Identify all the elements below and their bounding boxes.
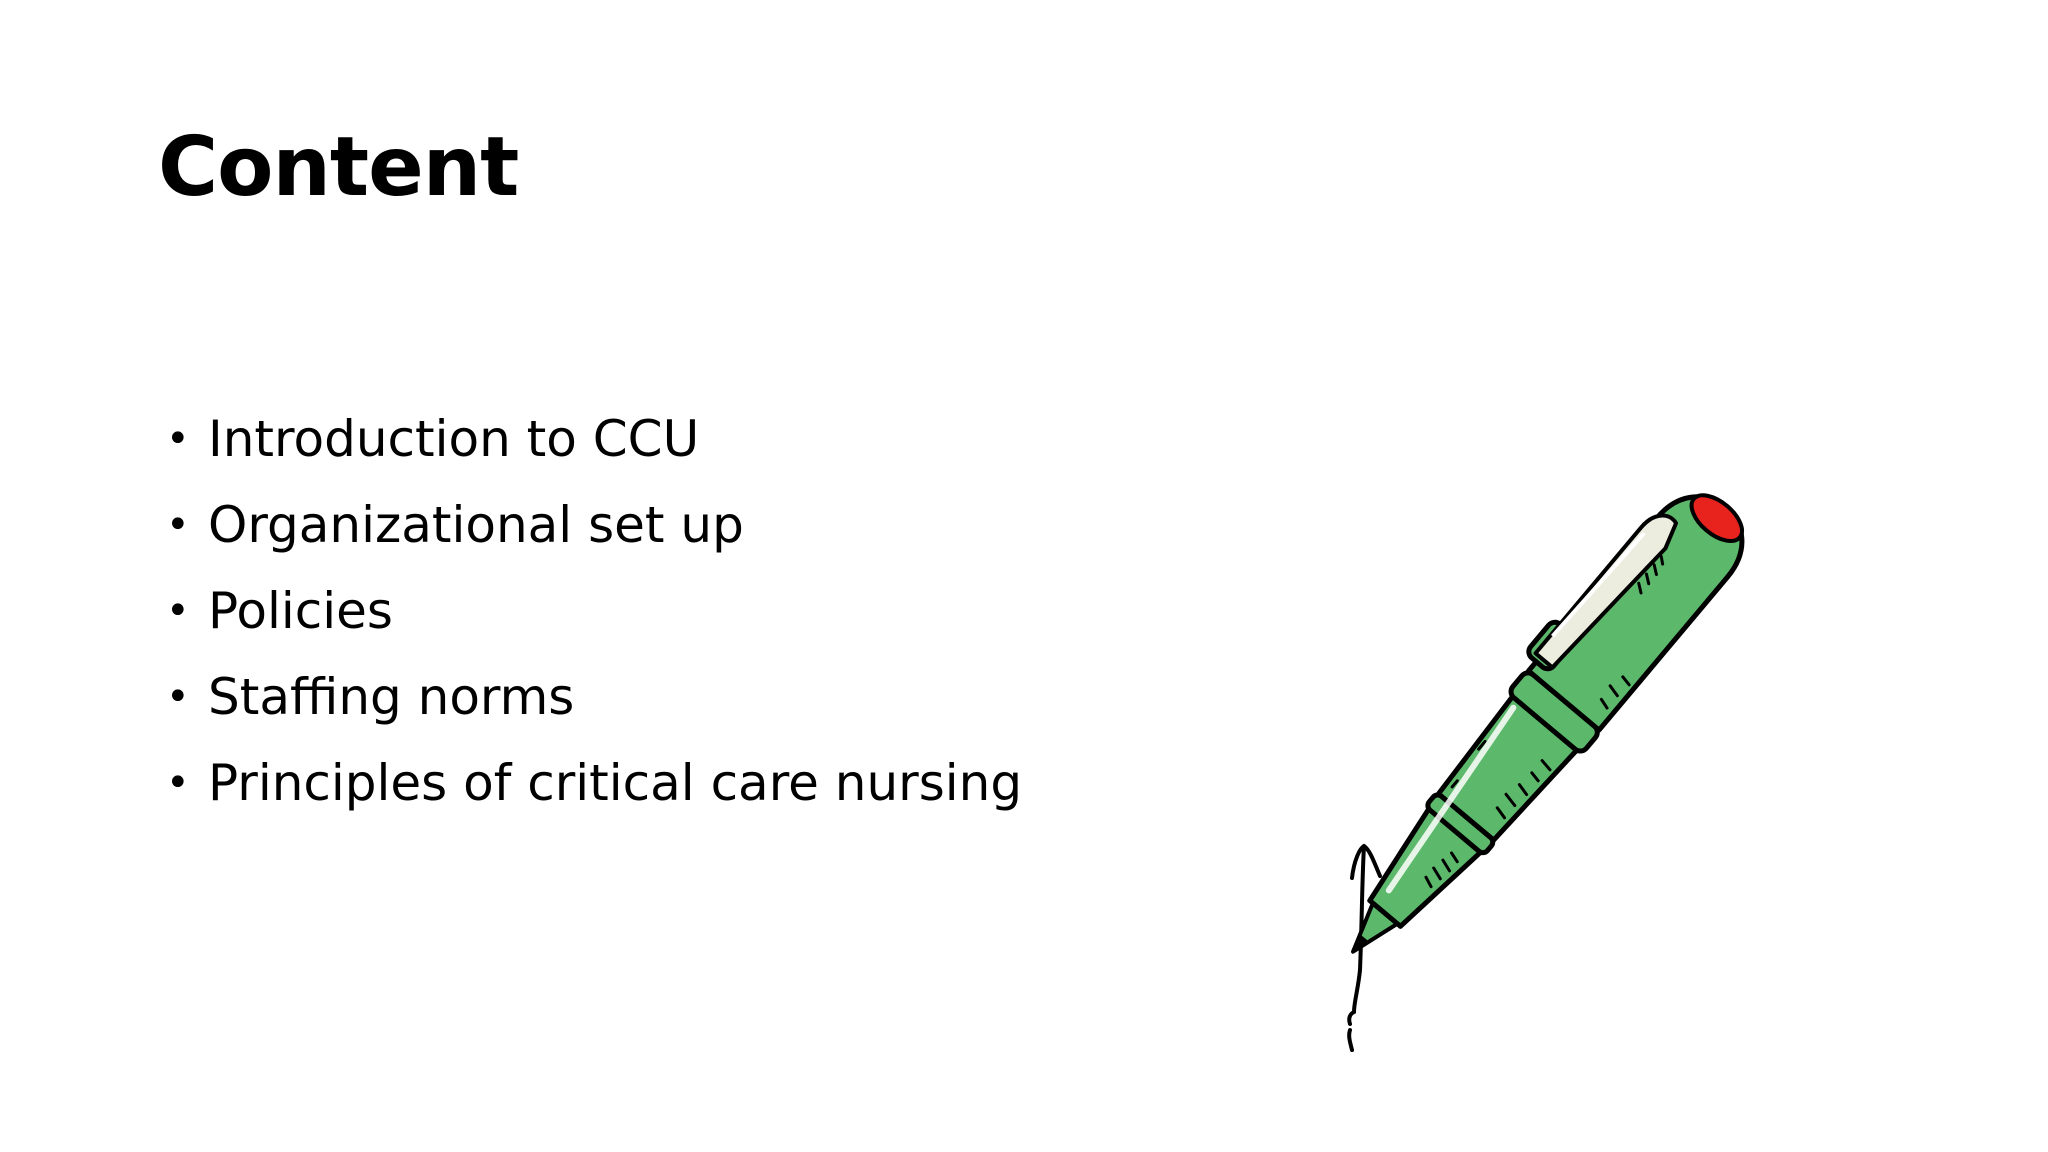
bullet-dot: • bbox=[166, 760, 190, 806]
pen-cap-tip bbox=[1689, 493, 1744, 544]
list-item-text: Principles of critical care nursing bbox=[208, 754, 1023, 812]
pen-clip bbox=[1533, 513, 1679, 670]
pen-icon bbox=[1347, 493, 1745, 1052]
list-item: • Organizational set up bbox=[166, 482, 1022, 568]
list-item-text: Staffing norms bbox=[208, 668, 575, 726]
list-item-text: Policies bbox=[208, 582, 393, 640]
list-item: • Introduction to CCU bbox=[166, 396, 1022, 482]
bullet-list: • Introduction to CCU • Organizational s… bbox=[166, 396, 1022, 826]
bullet-dot: • bbox=[166, 674, 190, 720]
bullet-dot: • bbox=[166, 588, 190, 634]
list-item: • Policies bbox=[166, 568, 1022, 654]
bullet-dot: • bbox=[166, 502, 190, 548]
slide-title: Content bbox=[158, 120, 519, 215]
list-item: • Staffing norms bbox=[166, 654, 1022, 740]
list-item-text: Organizational set up bbox=[208, 496, 744, 554]
list-item-text: Introduction to CCU bbox=[208, 410, 700, 468]
list-item: • Principles of critical care nursing bbox=[166, 740, 1022, 826]
bullet-dot: • bbox=[166, 416, 190, 462]
ink-squiggle bbox=[1347, 843, 1382, 1052]
